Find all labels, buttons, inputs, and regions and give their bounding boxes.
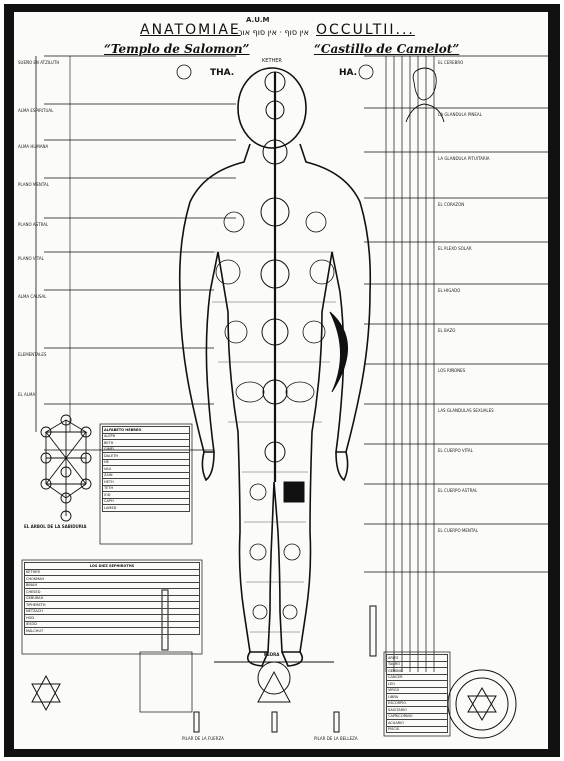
zodiac-row: CAPRICORNIO (386, 712, 448, 720)
right-note-7: EL BAZO (438, 328, 456, 333)
alphabet-table: ALFABETO HEBREO ALEPH BETH GIMEL DALETH … (102, 426, 190, 512)
zodiac-row: GEMINIS (386, 667, 448, 675)
sephiroth-row: BINAH (24, 581, 200, 589)
zodiac-row: LIBRA (386, 693, 448, 701)
right-note-10: EL CUERPO VITAL (438, 448, 473, 453)
left-note-7: ALMA CAUSAL (18, 294, 47, 299)
left-note-2: ALMA ESPIRITUAL (18, 108, 54, 113)
title-left: ANATOMIAE (140, 22, 241, 38)
zodiac-row: SAGITARIO (386, 706, 448, 714)
right-note-5: EL PLEXO SOLAR (438, 246, 472, 251)
right-note-9: LAS GLANDULAS SEXUALES (438, 408, 494, 413)
left-note-3: ALMA HUMANA (18, 144, 49, 149)
right-note-12: EL CUERPO MENTAL (438, 528, 478, 533)
left-note-4: PLANO MENTAL (18, 182, 49, 187)
left-note-5: PLANO ASTRAL (18, 222, 49, 227)
crescent-shape (329, 311, 348, 393)
zodiac-row: PISCIS (386, 725, 448, 733)
portrait-sketch (405, 67, 445, 123)
anatomy-illustration (21, 55, 548, 739)
sephiroth-row: IESOD (24, 620, 200, 628)
right-note-4: EL CORAZON (438, 202, 465, 207)
sephiroth-row: TIPHERETH (24, 601, 200, 609)
tree-caption: EL ARBOL DE LA SABIDURIA (24, 524, 87, 529)
ha-label: HA. (339, 68, 358, 78)
zodiac-row: CANCER (386, 673, 448, 681)
zodiac-row: ACUARIO (386, 719, 448, 727)
left-dividers (44, 55, 236, 451)
tha-label: THA. (210, 68, 235, 78)
left-note-9: EL ALMA (18, 392, 36, 397)
checker-patch (283, 481, 305, 503)
pillar-left-label: PILAR DE LA FUERZA (182, 736, 224, 741)
sephiroth-row: HOD (24, 614, 200, 622)
zodiac-table-box (383, 651, 451, 737)
right-note-8: LOS RIÑONES (438, 368, 466, 373)
sephiroth-row: CHESED (24, 588, 200, 596)
hexagram-left (31, 674, 61, 712)
title-letters: A.U.M (246, 16, 270, 24)
right-note-1: EL CEREBRO (438, 60, 464, 65)
sephiroth-table-header: LOS DIEZ SEPHIROTHS (24, 562, 200, 570)
right-dividers (364, 55, 548, 573)
zodiac-row: ESCORPIO (386, 699, 448, 707)
sephiroth-row: CHOKMAH (24, 575, 200, 583)
detail-hatching (212, 251, 336, 633)
zodiac-row: LEO (386, 680, 448, 688)
sephiroth-row: KETHER (24, 568, 200, 576)
zodiac-table: ARIES TAURO GEMINIS CANCER LEO VIRGO LIB… (386, 654, 448, 733)
seal-right (447, 669, 517, 739)
right-note-3: LA GLANDULA PITUITARIA (438, 156, 490, 161)
left-note-6: PLANO VITAL (18, 256, 44, 261)
kether-label: KETHER (262, 58, 282, 64)
bottom-center-symbol (214, 661, 334, 703)
subtitle-right: “Castillo de Camelot” (314, 42, 460, 56)
tree-of-life (40, 414, 92, 522)
subtitle-left: “Templo de Salomon” (104, 42, 250, 56)
sephiroth-table-box (21, 559, 203, 655)
bottom-center-label: KEDRA (264, 652, 280, 657)
right-note-6: EL HIGADO (438, 288, 461, 293)
chakra-circles (260, 71, 290, 463)
zodiac-row: VIRGO (386, 686, 448, 694)
hebrew-line: אין סוף · אין סוף אור (238, 28, 309, 37)
tha-sun (176, 64, 374, 80)
alphabet-table-box (99, 423, 193, 545)
title-right: OCCULTII... (316, 22, 415, 38)
sephiroth-row: GEBURAH (24, 594, 200, 602)
sephiroth-row: NETZACH (24, 607, 200, 615)
alphabet-row: LAMED (102, 504, 190, 512)
zodiac-row: TAURO (386, 660, 448, 668)
left-note-8: ELEMENTALES (18, 352, 47, 357)
pillar-right-label: PILAR DE LA BELLEZA (314, 736, 358, 741)
sephiroth-table: LOS DIEZ SEPHIROTHS KETHER CHOKMAH BINAH… (24, 562, 200, 635)
left-note-1: SUEÑO EN ATZILUTH (18, 60, 60, 65)
poster-sheet: ANATOMIAE OCCULTII... A.U.M אין סוף · אי… (14, 12, 548, 749)
right-note-11: EL CUERPO ASTRAL (438, 488, 478, 493)
zodiac-row: ARIES (386, 654, 448, 662)
sephiroth-row: MALCHUT (24, 627, 200, 635)
right-note-2: LA GLANDULA PINEAL (438, 112, 482, 117)
bottom-left-table-box (139, 651, 193, 713)
